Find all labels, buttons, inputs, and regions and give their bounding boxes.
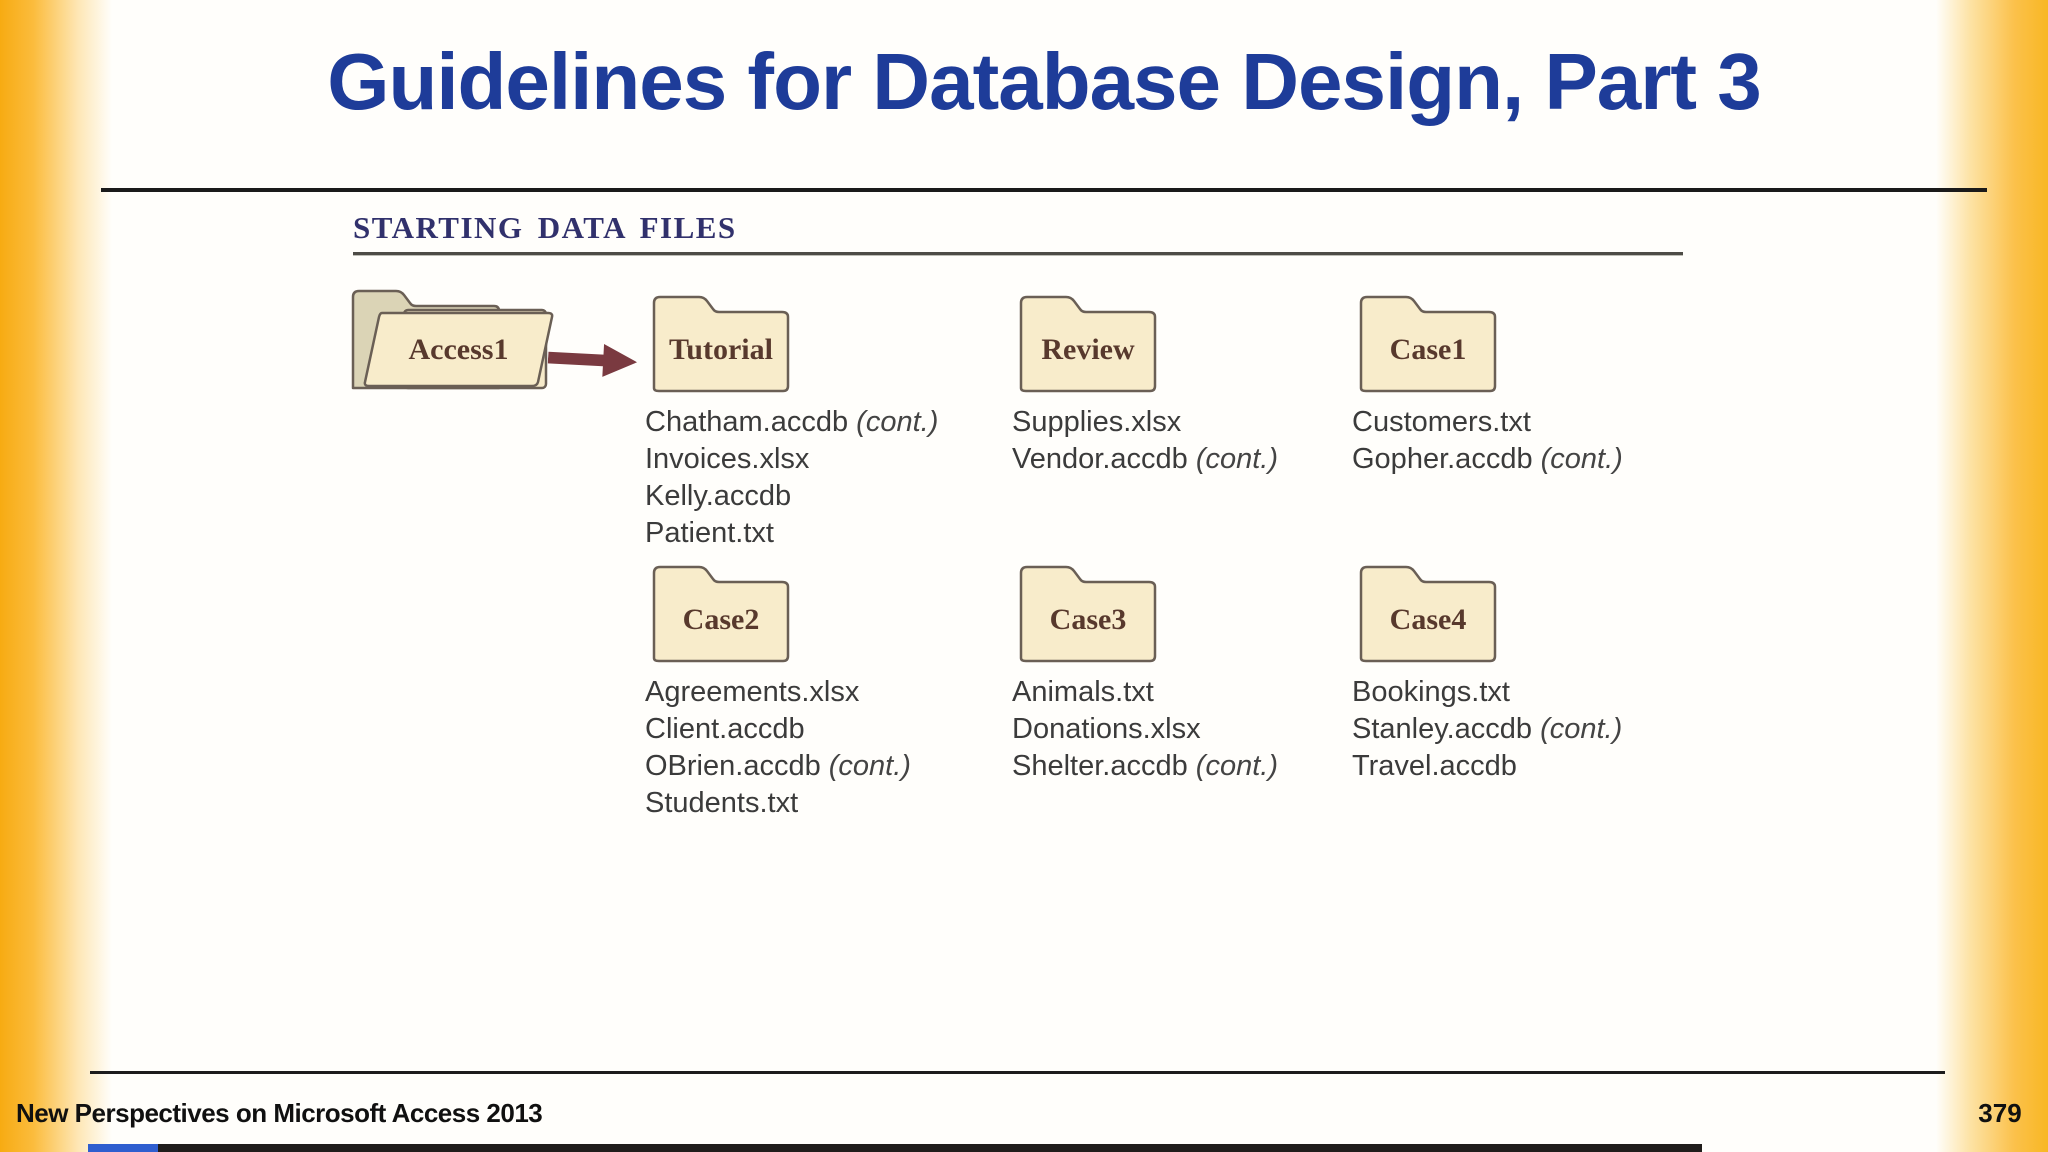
file-cont-note: (cont.): [1532, 713, 1623, 745]
folder-icon: Case2: [645, 558, 797, 664]
file-name: Travel.accdb: [1352, 750, 1517, 782]
file-name: Shelter.accdb (cont.): [1012, 750, 1278, 782]
folder-icon: Case3: [1012, 558, 1164, 664]
file-name: Stanley.accdb (cont.): [1352, 713, 1623, 745]
folder-graphic: [1359, 565, 1497, 663]
file-name: Donations.xlsx: [1012, 713, 1201, 745]
left-gold-gradient: [0, 0, 112, 1152]
open-folder-icon: Access1: [346, 283, 558, 395]
folder-graphic: [1019, 295, 1157, 393]
file-name: Students.txt: [645, 787, 799, 819]
folder-group-tutorial: Tutorial Chatham.accdb (cont.) Invoices.x…: [645, 288, 1025, 552]
file-cont-note: (cont.): [1187, 443, 1279, 475]
file-name: Agreements.xlsx: [645, 676, 860, 708]
file-name: Animals.txt: [1012, 676, 1154, 708]
open-folder-graphic: [351, 289, 554, 390]
page-title: Guidelines for Database Design, Part 3: [327, 37, 1762, 126]
title-rule: [101, 188, 1987, 192]
folder-label: Tutorial: [669, 333, 773, 366]
bottom-edge-line: [158, 1144, 1702, 1152]
right-arrow-icon: [547, 344, 638, 377]
file-cont-note: (cont.): [1187, 750, 1278, 782]
file-name: Invoices.xlsx: [645, 443, 810, 475]
file-name: Chatham.accdb (cont.): [645, 406, 939, 438]
folder-icon: Tutorial: [645, 288, 797, 394]
folder-icon: Case4: [1352, 558, 1504, 664]
folder-icon: Case1: [1352, 288, 1504, 394]
file-name: Gopher.accdb (cont.): [1352, 443, 1623, 475]
folder-graphic: [652, 565, 790, 663]
folder-label: Case1: [1389, 333, 1467, 366]
progress-indicator: [88, 1144, 158, 1152]
file-cont-note: (cont.): [848, 406, 939, 438]
folder-graphic: [652, 295, 790, 393]
source-folder-label: Access1: [408, 333, 509, 366]
folder-label: Case4: [1389, 603, 1467, 636]
figure-heading: STARTING DATA FILES: [353, 210, 737, 245]
file-name: Supplies.xlsx: [1012, 406, 1182, 438]
file-name: Patient.txt: [645, 517, 774, 549]
folder-label: Case2: [682, 603, 760, 636]
file-name: Kelly.accdb: [645, 480, 792, 512]
folder-label: Case3: [1049, 603, 1127, 636]
file-name: OBrien.accdb (cont.): [645, 750, 911, 782]
footer-text: New Perspectives on Microsoft Access 201…: [16, 1098, 543, 1128]
file-name: Bookings.txt: [1352, 676, 1510, 708]
file-name: Customers.txt: [1352, 406, 1531, 438]
file-cont-note: (cont.): [1532, 443, 1623, 475]
folder-graphic: [1019, 565, 1157, 663]
figure-heading-rule: [353, 252, 1683, 256]
folder-graphic: [1359, 295, 1497, 393]
folder-icon: Review: [1012, 288, 1164, 394]
page-number: 379: [1978, 1098, 2022, 1128]
right-gold-gradient: [1936, 0, 2048, 1152]
footer-rule: [90, 1071, 1945, 1074]
file-name: Client.accdb: [645, 713, 805, 745]
file-cont-note: (cont.): [820, 750, 911, 782]
file-name: Vendor.accdb (cont.): [1012, 443, 1279, 475]
folder-label: Review: [1041, 333, 1135, 366]
